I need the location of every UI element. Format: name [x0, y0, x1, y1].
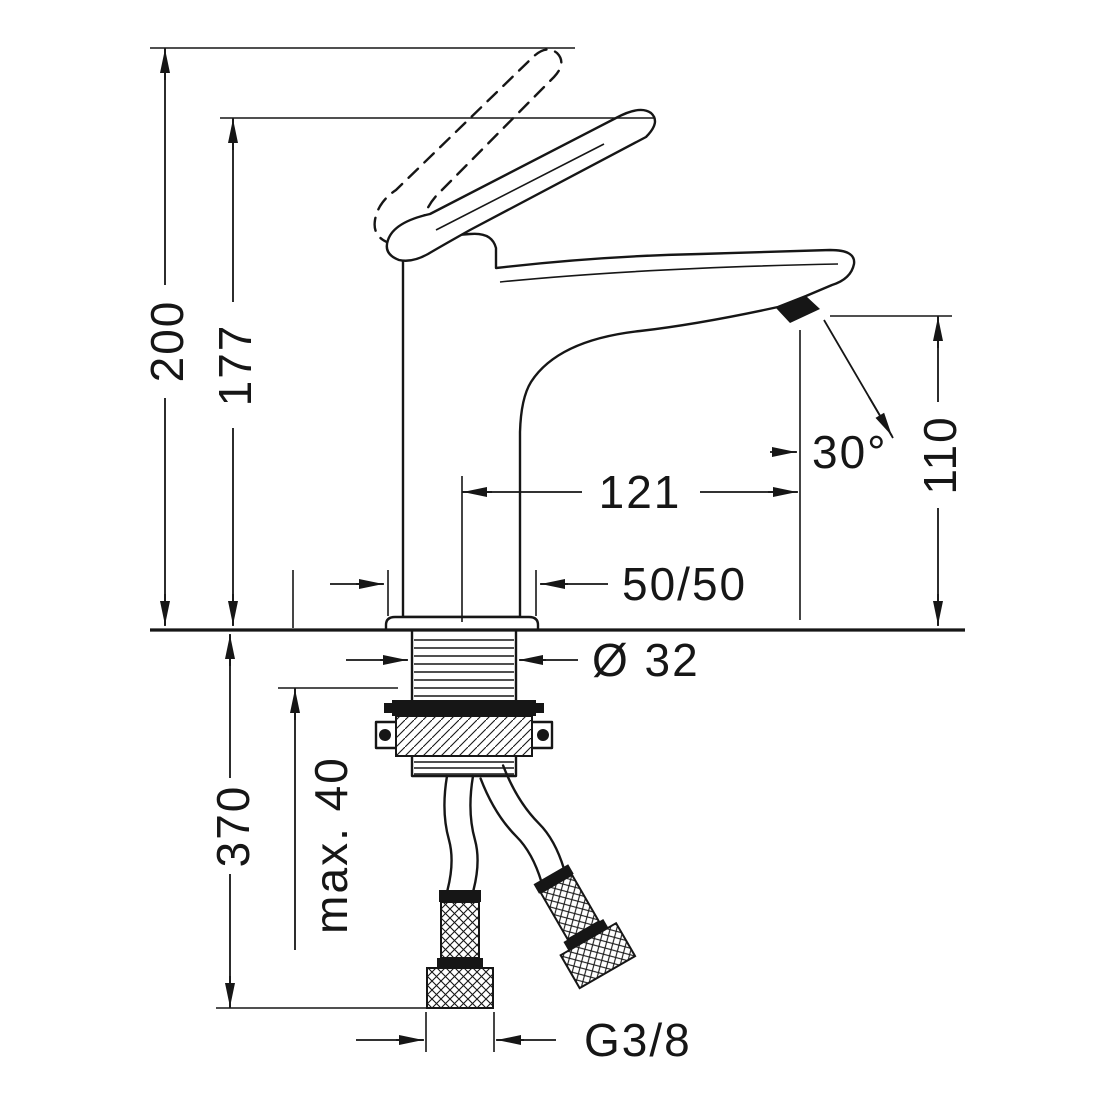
outlet-angle-label: 30° — [812, 426, 888, 478]
overall-height-label: 200 — [141, 300, 193, 383]
spout-top-height-label: 177 — [209, 324, 261, 407]
mounting-washer — [392, 700, 536, 716]
mounting-shank — [374, 628, 554, 778]
faucet-handle — [385, 108, 657, 262]
base-clearance-label: 50/50 — [622, 558, 747, 610]
thread-size-label: G3/8 — [584, 1014, 692, 1066]
aerator-outlet — [776, 296, 820, 323]
dimension-arrows — [160, 49, 943, 1045]
dimension-labels: 200 177 110 121 30° 50/50 Ø 32 max. 40 3… — [141, 300, 966, 1066]
spout-inner-line — [499, 263, 839, 283]
supply-hose-right — [479, 764, 637, 990]
hose-nut-left — [426, 967, 494, 1009]
hole-diameter-label: Ø 32 — [592, 634, 700, 686]
faucet-handle-alt-position — [373, 48, 563, 246]
outlet-height-label: 110 — [914, 415, 966, 494]
shank-threads-lower — [414, 761, 514, 775]
shank-threads-upper — [414, 639, 514, 697]
handle-inner-line — [435, 143, 605, 231]
spout-reach-label: 121 — [599, 466, 682, 518]
hose-braid-left — [440, 901, 480, 959]
faucet-body — [401, 232, 856, 619]
max-mounting-thickness-label: max. 40 — [305, 756, 357, 934]
supply-hose-left — [426, 774, 494, 1009]
faucet-drawing — [373, 48, 856, 1009]
hose-nut-right — [559, 921, 637, 990]
mounting-nut — [395, 715, 533, 757]
extension-lines — [150, 47, 952, 1052]
install-depth-label: 370 — [207, 785, 259, 868]
